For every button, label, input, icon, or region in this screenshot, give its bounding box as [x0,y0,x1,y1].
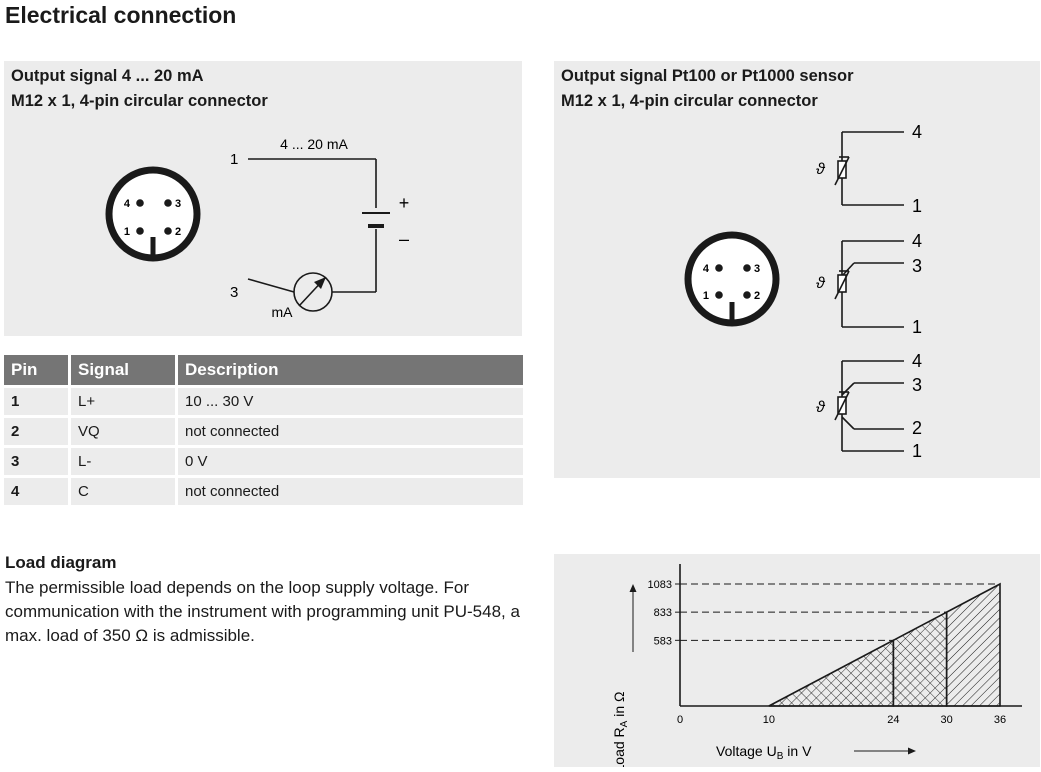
load-diagram-description: The permissible load depends on the loop… [5,578,520,645]
minus-sign: – [399,229,409,249]
signal-cell: L- [68,448,175,475]
temperature-symbol: ϑ [816,275,826,292]
four-wire-terminal-3: 3 [912,375,922,395]
x-tick-label: 0 [677,714,683,726]
table-row: 1 L+ 10 ... 30 V [4,388,523,415]
terminal-1-label: 1 [230,151,238,168]
description-cell: not connected [175,418,523,445]
pin-cell: 4 [4,478,68,505]
table-row: 3 L- 0 V [4,448,523,475]
four-wire-terminal-2: 2 [912,418,922,438]
description-cell: 0 V [175,448,523,475]
rtd-wiring-diagram: 4 3 1 2 ϑ 4 1 ϑ 4 3 [684,122,922,461]
x-axis-arrowhead-icon [908,747,916,755]
column-header-pin: Pin [4,355,68,385]
rtd-output-panel: Output signal Pt100 or Pt1000 sensor M12… [554,61,1040,478]
x-tick-label: 10 [763,714,775,726]
column-header-description: Description [175,355,523,385]
pin-label-2: 2 [175,226,181,238]
load-chart: 583 833 1083 0 10 24 30 36 Load RA in Ω Voltage… [611,564,1022,772]
pin-label-3: 3 [175,198,181,210]
three-wire-terminal-3: 3 [912,256,922,276]
pin-cell: 3 [4,448,68,475]
load-diagram-title: Load diagram [5,553,117,572]
table-header-row: Pin Signal Description [4,355,523,385]
pin-label-3: 3 [754,263,760,275]
pin-assignment-table: Pin Signal Description 1 L+ 10 ... 30 V … [4,352,523,508]
pin-label-1: 1 [124,226,130,238]
two-wire-terminal-1: 1 [912,196,922,216]
ammeter-icon [293,272,333,312]
meter-label: mA [272,304,294,320]
signal-cell: L+ [68,388,175,415]
y-tick-label: 1083 [648,579,672,591]
y-axis-arrowhead-icon [629,584,637,592]
guide-lines [680,583,1001,706]
x-tick-label: 30 [941,714,953,726]
y-axis-label: Load RA in Ω [611,692,630,767]
table-row: 4 C not connected [4,478,523,505]
hatched-region [892,610,948,707]
three-wire-terminal-4: 4 [912,231,922,251]
table-row: 2 VQ not connected [4,418,523,445]
y-tick-label: 833 [654,607,672,619]
description-cell: 10 ... 30 V [175,388,523,415]
four-wire-terminal-1: 1 [912,441,922,461]
plus-sign: + [399,193,410,213]
hatched-regions [768,582,1001,707]
pin-label-4: 4 [703,263,710,275]
current-loop-diagram: 4 3 1 2 4 ... 20 mA 1 3 + – mA [105,136,410,320]
current-loop-wiring [247,158,390,293]
three-wire-terminal-1: 1 [912,317,922,337]
description-cell: not connected [175,478,523,505]
x-tick-label: 24 [887,714,899,726]
terminal-3-label: 3 [230,284,238,301]
pin-label-4: 4 [124,198,131,210]
two-wire-circuit [834,131,904,206]
four-wire-circuit [834,360,904,452]
axis-ticks: 583 833 1083 0 10 24 30 36 [648,579,1007,726]
two-wire-terminal-4: 4 [912,122,922,142]
hatched-region [768,638,895,707]
x-tick-label: 36 [994,714,1006,726]
page-title: Electrical connection [5,2,237,28]
pin-label-1: 1 [703,290,709,302]
x-axis-label: Voltage UB in V [716,743,812,762]
y-tick-label: 583 [654,635,672,647]
hatched-region [945,582,1001,707]
connector-face-icon: 4 3 1 2 [684,231,780,327]
pin-cell: 2 [4,418,68,445]
four-wire-terminal-4: 4 [912,351,922,371]
rtd-output-heading: Output signal Pt100 or Pt1000 sensor M12… [561,67,854,110]
current-range-label: 4 ... 20 mA [280,136,348,152]
pin-label-2: 2 [754,290,760,302]
signal-cell: C [68,478,175,505]
column-header-signal: Signal [68,355,175,385]
current-output-panel: Output signal 4 ... 20 mA M12 x 1, 4-pin… [4,61,522,336]
connector-face-icon: 4 3 1 2 [105,166,201,262]
three-wire-circuit [834,240,904,328]
temperature-symbol: ϑ [816,161,826,178]
temperature-symbol: ϑ [816,399,826,416]
pin-cell: 1 [4,388,68,415]
current-output-heading: Output signal 4 ... 20 mA M12 x 1, 4-pin… [11,67,268,110]
load-chart-panel: 583 833 1083 0 10 24 30 36 Load RA in Ω Voltage… [554,554,1040,772]
signal-cell: VQ [68,418,175,445]
